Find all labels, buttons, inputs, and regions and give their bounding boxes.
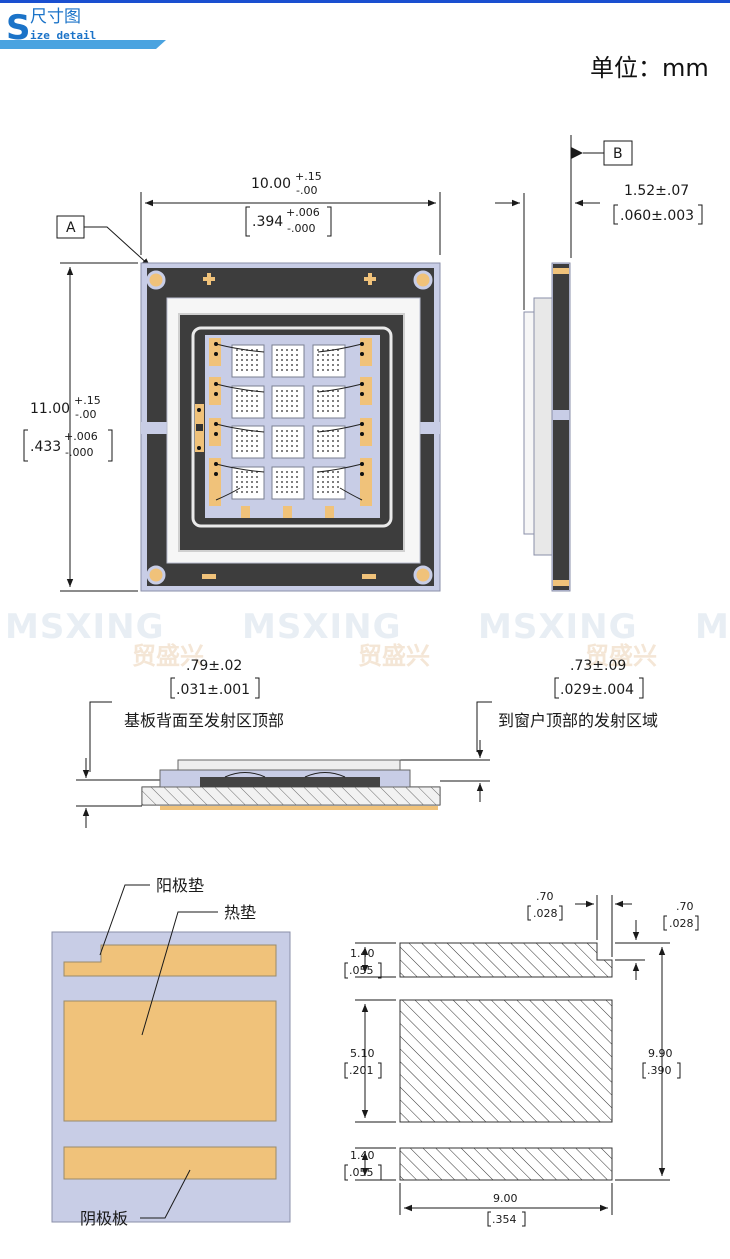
top-accent-bar [0,0,730,3]
width-inch-tol-plus: +.006 [286,206,320,219]
logo-title-cn: 尺寸图 [30,7,81,27]
right-dim-mm: .73±.09 [570,658,626,674]
notch-height-inch: .028 [669,917,694,930]
height-tol-minus: -.00 [75,408,96,421]
watermark: MSXING MSXING MSXING MSXING 贸盛兴 贸盛兴 贸盛兴 [5,607,730,670]
left-dim-mm: .79±.02 [186,658,242,674]
datum-b-label: B [613,146,623,162]
height-inch-value: .433 [30,439,61,455]
anode-pad-label: 阳极垫 [156,876,204,895]
watermark-brand-3: MSXING [478,607,638,647]
center-pad-outline [399,999,613,1123]
width-tol-plus: +.15 [295,170,322,183]
width-inch-value: .394 [252,214,283,230]
height-value: 11.00 [30,401,70,417]
thermal-pad [63,1000,277,1122]
width-value: 10.00 [251,176,291,192]
cathode-pad-label: 阴极板 [80,1209,128,1228]
top-pad-outline [399,942,613,978]
watermark-brand-1: MSXING [5,607,165,647]
cathode-pad [63,1146,277,1180]
total-height-inch: .390 [647,1064,672,1077]
height-inch-tol-plus: +.006 [64,430,98,443]
total-width-mm: 9.00 [493,1192,518,1205]
top-pad-height-inch: .055 [349,964,374,977]
datum-a-label: A [66,220,76,236]
side-view: B 1.52±.07 .060±.003 [495,135,703,592]
notch-width-mm: .70 [536,890,554,903]
watermark-cn-2: 贸盛兴 [358,642,430,670]
bottom-pad-outline [399,1147,613,1181]
profile-view: .79±.02 .031±.001 基板背面至发射区顶部 .73±.09 .02… [76,658,658,828]
total-width-inch: .354 [492,1213,517,1226]
logo-subtitle-en: ize detail [30,29,96,42]
watermark-brand-4: MSXING [695,607,730,647]
width-tol-minus: -.00 [296,184,317,197]
thickness-mm: 1.52±.07 [624,183,689,199]
top-view: 10.00 +.15 -.00 .394 +.006 -.000 11.00 +… [23,170,441,592]
bottom-pad-height-mm: 1.40 [350,1149,375,1162]
center-pad-height-inch: .201 [349,1064,374,1077]
unit-label: 单位：mm [590,54,709,82]
top-pad-height-mm: 1.40 [350,947,375,960]
watermark-brand-2: MSXING [242,607,402,647]
anode-pad [63,944,277,977]
pad-layout-view: 阳极垫 热垫 阴极板 [51,876,291,1228]
notch-width-inch: .028 [533,907,558,920]
height-inch-tol-minus: -.000 [65,446,93,459]
datum-b-box [603,140,633,166]
notch-height-mm: .70 [676,900,694,913]
logo-letter: S [6,8,31,48]
right-profile-label: 到窗户顶部的发射区域 [498,711,658,730]
left-profile-label: 基板背面至发射区顶部 [124,711,284,730]
size-detail-logo: S 尺寸图 ize detail [0,7,166,49]
width-inch-tol-minus: -.000 [287,222,315,235]
thickness-inch: .060±.003 [620,208,694,224]
pad-dimension-view: .70 .028 .70 .028 1.40 .055 5.10 .201 1.… [344,890,699,1227]
center-pad-height-mm: 5.10 [350,1047,375,1060]
watermark-cn-3: 贸盛兴 [585,642,657,670]
right-dim-inch: .029±.004 [560,682,634,698]
thermal-pad-label: 热垫 [224,903,256,922]
watermark-cn-1: 贸盛兴 [132,642,204,670]
total-height-mm: 9.90 [648,1047,673,1060]
height-tol-plus: +.15 [74,394,101,407]
left-dim-inch: .031±.001 [176,682,250,698]
bottom-pad-height-inch: .055 [349,1166,374,1179]
